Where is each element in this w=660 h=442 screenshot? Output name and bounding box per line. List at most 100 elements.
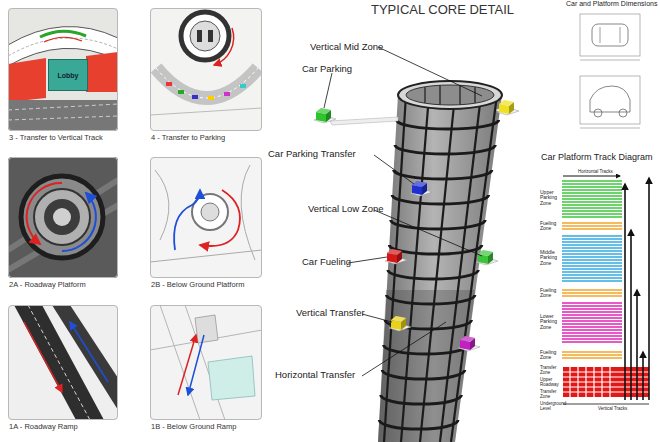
polygon-shape: [86, 52, 118, 92]
callout-label: Car Parking Transfer: [268, 149, 356, 159]
section-heading: Car and Platform Dimensions: [566, 0, 657, 7]
axis-label: Horizontal Tracks: [578, 170, 613, 175]
path-shape: [150, 305, 262, 420]
line-shape: [562, 198, 622, 199]
panel-caption: 2B - Below Ground Platform: [151, 280, 244, 289]
line-shape: [562, 204, 622, 205]
path-shape: [392, 195, 488, 204]
rect-shape: [563, 367, 649, 397]
path-shape: [28, 305, 90, 420]
line-shape: [580, 60, 640, 61]
line-shape: [562, 323, 622, 324]
path-shape: [379, 420, 458, 429]
line-shape: [562, 201, 622, 202]
circle-shape: [594, 109, 602, 117]
path-shape: [388, 270, 478, 279]
line-shape: [562, 332, 622, 333]
path-shape: [600, 27, 620, 43]
use-shape: [476, 250, 498, 265]
zone-label: Transfer Zone: [540, 390, 562, 399]
use-shape: [389, 316, 411, 331]
line-shape: [563, 381, 649, 382]
line-shape: [562, 274, 622, 275]
line-shape: [562, 280, 622, 281]
line-shape: [562, 320, 622, 321]
path-shape: [8, 104, 118, 120]
circle-shape: [181, 12, 229, 60]
line-shape: [562, 329, 622, 330]
polygon-shape: [195, 315, 218, 343]
path-shape: [374, 210, 482, 256]
line-shape: [562, 256, 622, 257]
line-shape: [593, 367, 594, 397]
path-shape: [156, 68, 258, 98]
g-shape: [562, 236, 622, 281]
line-shape: [630, 230, 632, 400]
circle-shape: [619, 109, 627, 117]
line-shape: [562, 265, 622, 266]
path-shape: [62, 193, 96, 251]
path-shape: [391, 220, 485, 229]
line-shape: [648, 178, 650, 400]
path-shape: [44, 37, 82, 42]
rect-shape: [208, 96, 214, 100]
path-shape: [397, 120, 499, 129]
callout-label: Vertical Transfer: [296, 308, 365, 318]
g-shape: [562, 303, 622, 342]
path-shape: [188, 335, 204, 395]
sketch-panel: 4 - Transfer to Parking: [150, 8, 262, 131]
line-shape: [563, 391, 649, 392]
line-shape: [563, 371, 649, 372]
line-shape: [563, 404, 649, 405]
callout-label: Car Parking: [302, 64, 352, 74]
sketch-panel: 1A - Roadway Ramp: [8, 305, 118, 420]
line-shape: [577, 367, 578, 397]
zone-label: Fueling Zone: [540, 350, 562, 361]
line-shape: [636, 290, 638, 400]
line-shape: [562, 180, 622, 181]
line-shape: [562, 250, 622, 251]
axis-label: Vertical Tracks: [598, 407, 627, 412]
line-shape: [562, 289, 622, 290]
rect-shape: [208, 30, 213, 42]
path-shape: [174, 190, 200, 250]
rect-shape: [150, 305, 262, 420]
use-shape: [497, 100, 519, 115]
zone-label: Lower Parking Zone: [540, 314, 562, 330]
track-diagram: [562, 176, 649, 404]
path-shape: [381, 395, 462, 404]
core-tower: [378, 81, 502, 442]
g-shape: [562, 181, 622, 217]
line-shape: [585, 367, 586, 397]
line-shape: [562, 268, 622, 269]
path-shape: [324, 73, 332, 108]
line-shape: [562, 302, 622, 303]
path-shape: [378, 47, 482, 96]
path-shape: [394, 170, 492, 179]
line-shape: [562, 247, 622, 248]
line-shape: [562, 241, 622, 242]
path-shape: [27, 183, 62, 244]
line-shape: [563, 386, 649, 387]
rect-shape: [8, 305, 118, 420]
path-shape: [214, 28, 234, 65]
line-shape: [609, 367, 610, 397]
g-shape: [562, 223, 622, 358]
rect-shape: [580, 76, 640, 124]
g-shape: [625, 178, 649, 400]
line-shape: [601, 367, 602, 397]
line-shape: [562, 277, 622, 278]
panel-caption: 1B - Below Ground Ramp: [151, 422, 236, 431]
line-shape: [642, 352, 644, 400]
panel-4-sketch: [150, 8, 262, 131]
line-shape: [562, 253, 622, 254]
line-shape: [569, 367, 570, 397]
line-shape: [562, 317, 622, 318]
path-shape: [590, 86, 630, 112]
line-shape: [563, 376, 649, 377]
diagram-title: TYPICAL CORE DETAIL: [371, 2, 514, 17]
panel-1b-sketch: [150, 305, 262, 420]
path-shape: [8, 38, 118, 56]
sketch-panel: 2A - Roadway Platform: [8, 157, 118, 278]
path-shape: [387, 295, 475, 304]
